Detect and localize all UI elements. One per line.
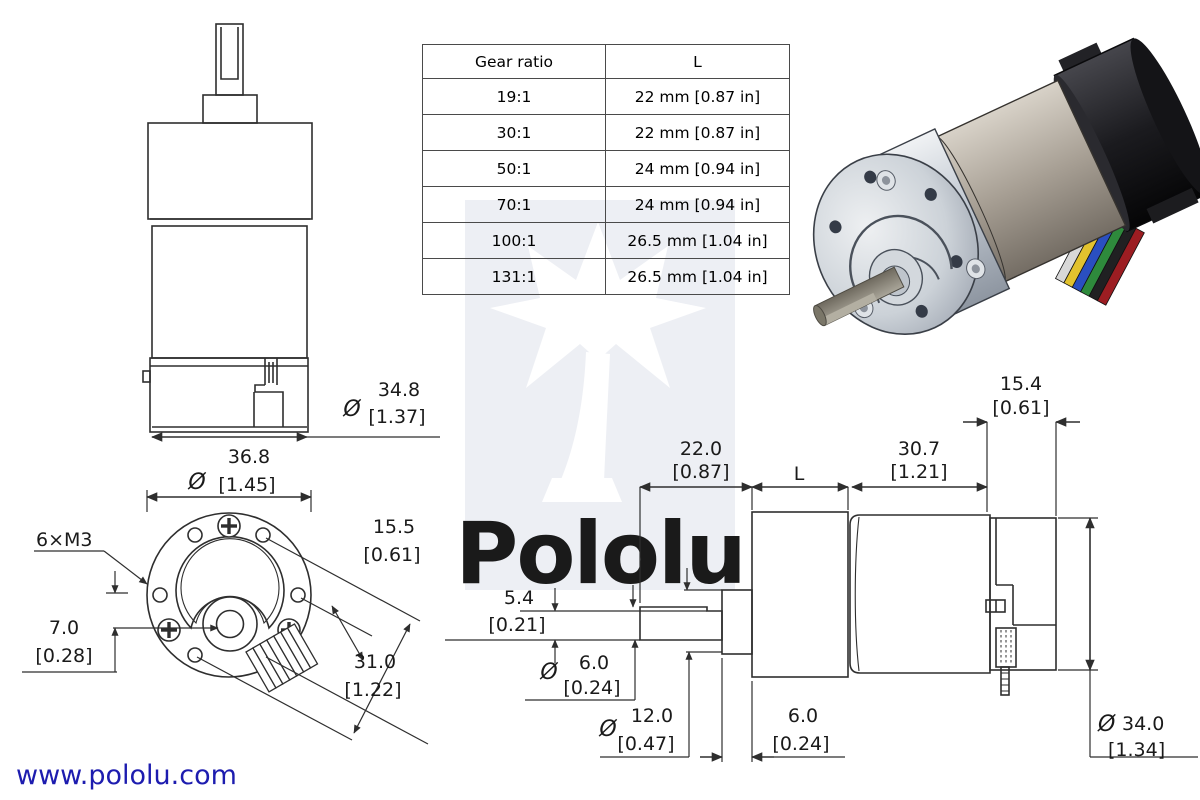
front-view <box>22 490 429 745</box>
gear-ratio-cell: 70:1 <box>422 186 606 223</box>
dimension-labels: Ø 34.8 [1.37] Ø 36.8 [1.45] 6×M3 7.0 [0.… <box>35 373 1165 761</box>
bolt-circle-mm: 31.0 <box>354 651 396 673</box>
gear-ratio-cell: 19:1 <box>422 78 606 115</box>
table-header-row: Gear ratio L <box>422 44 790 79</box>
shaft-offset-mm: 7.0 <box>49 617 79 639</box>
shaft-dia-in: [0.24] <box>563 677 620 699</box>
motor-dia-in: [1.37] <box>368 406 425 428</box>
bolt-circle-in: [1.22] <box>344 679 401 701</box>
length-cell: 22 mm [0.87 in] <box>605 78 790 115</box>
can-dia-mm: 34.0 <box>1122 713 1164 735</box>
pololu-website-link[interactable]: www.pololu.com <box>16 760 237 791</box>
cap-length-mm: 15.4 <box>1000 373 1042 395</box>
gear-ratio-cell: 131:1 <box>422 258 606 295</box>
cross-section-view <box>445 417 1198 762</box>
shaft-profile <box>639 606 723 641</box>
hub-dia-in: [0.47] <box>617 733 674 755</box>
cap-tab <box>1058 42 1104 75</box>
motor-length-mm: 30.7 <box>898 438 940 460</box>
length-cell: 26.5 mm [1.04 in] <box>605 258 790 295</box>
hub-length-in: [0.24] <box>772 733 829 755</box>
length-cell: 22 mm [0.87 in] <box>605 114 790 151</box>
length-cell: 24 mm [0.94 in] <box>605 150 790 187</box>
can-dia-symbol: Ø <box>1097 712 1116 737</box>
output-shaft-end <box>215 609 245 639</box>
face-dia-in: [1.45] <box>218 474 275 496</box>
shaft-dia-symbol: Ø <box>539 660 558 685</box>
gear-ratio-cell: 100:1 <box>422 222 606 259</box>
orthographic-views <box>22 23 1198 762</box>
table-row: 30:1 22 mm [0.87 in] <box>422 114 790 151</box>
endcap-profile <box>989 517 1057 671</box>
motor-dia-mm: 34.8 <box>378 379 420 401</box>
hole-spacing-in: [0.61] <box>363 544 420 566</box>
shaft-length-in: [0.87] <box>672 461 729 483</box>
gear-ratio-cell: 50:1 <box>422 150 606 187</box>
hub-dia-mm: 12.0 <box>631 705 673 727</box>
crescent-groove-3d <box>849 214 953 305</box>
shaft-flat-in: [0.21] <box>488 614 545 636</box>
gear-ratio-table: Gear ratio L 19:1 22 mm [0.87 in] 30:1 2… <box>422 44 790 295</box>
motor-length-in: [1.21] <box>890 461 947 483</box>
gearbox-length-label: L <box>794 463 805 485</box>
output-shaft-3d <box>813 266 905 327</box>
gearbox-profile <box>751 511 849 678</box>
cap-length-in: [0.61] <box>992 397 1049 419</box>
face-dia-symbol: Ø <box>187 470 206 495</box>
shaft-length-mm: 22.0 <box>680 438 722 460</box>
hub-length-mm: 6.0 <box>788 705 818 727</box>
side-view <box>142 23 440 442</box>
table-row: 70:1 24 mm [0.94 in] <box>422 186 790 223</box>
header-length: L <box>605 44 790 79</box>
shaft-flat-mm: 5.4 <box>504 587 534 609</box>
length-cell: 24 mm [0.94 in] <box>605 186 790 223</box>
mounting-holes-label: 6×M3 <box>36 529 93 551</box>
shaft-dia-mm: 6.0 <box>579 652 609 674</box>
table-row: 131:1 26.5 mm [1.04 in] <box>422 258 790 295</box>
motor-profile <box>849 514 991 674</box>
ribbon-cable <box>245 623 319 693</box>
shaft-offset-in: [0.28] <box>35 645 92 667</box>
length-cell: 26.5 mm [1.04 in] <box>605 222 790 259</box>
hub-dia-symbol: Ø <box>598 717 617 742</box>
gearmotor-3d-render <box>812 37 1200 336</box>
can-dia-in: [1.34] <box>1108 739 1165 761</box>
motor-dia-symbol: Ø <box>342 397 361 422</box>
table-row: 100:1 26.5 mm [1.04 in] <box>422 222 790 259</box>
face-dia-mm: 36.8 <box>228 446 270 468</box>
watermark-brand-text: Pololu <box>455 504 744 604</box>
gear-ratio-cell: 30:1 <box>422 114 606 151</box>
header-gear-ratio: Gear ratio <box>422 44 606 79</box>
table-row: 19:1 22 mm [0.87 in] <box>422 78 790 115</box>
table-row: 50:1 24 mm [0.94 in] <box>422 150 790 187</box>
hole-spacing-mm: 15.5 <box>373 516 415 538</box>
